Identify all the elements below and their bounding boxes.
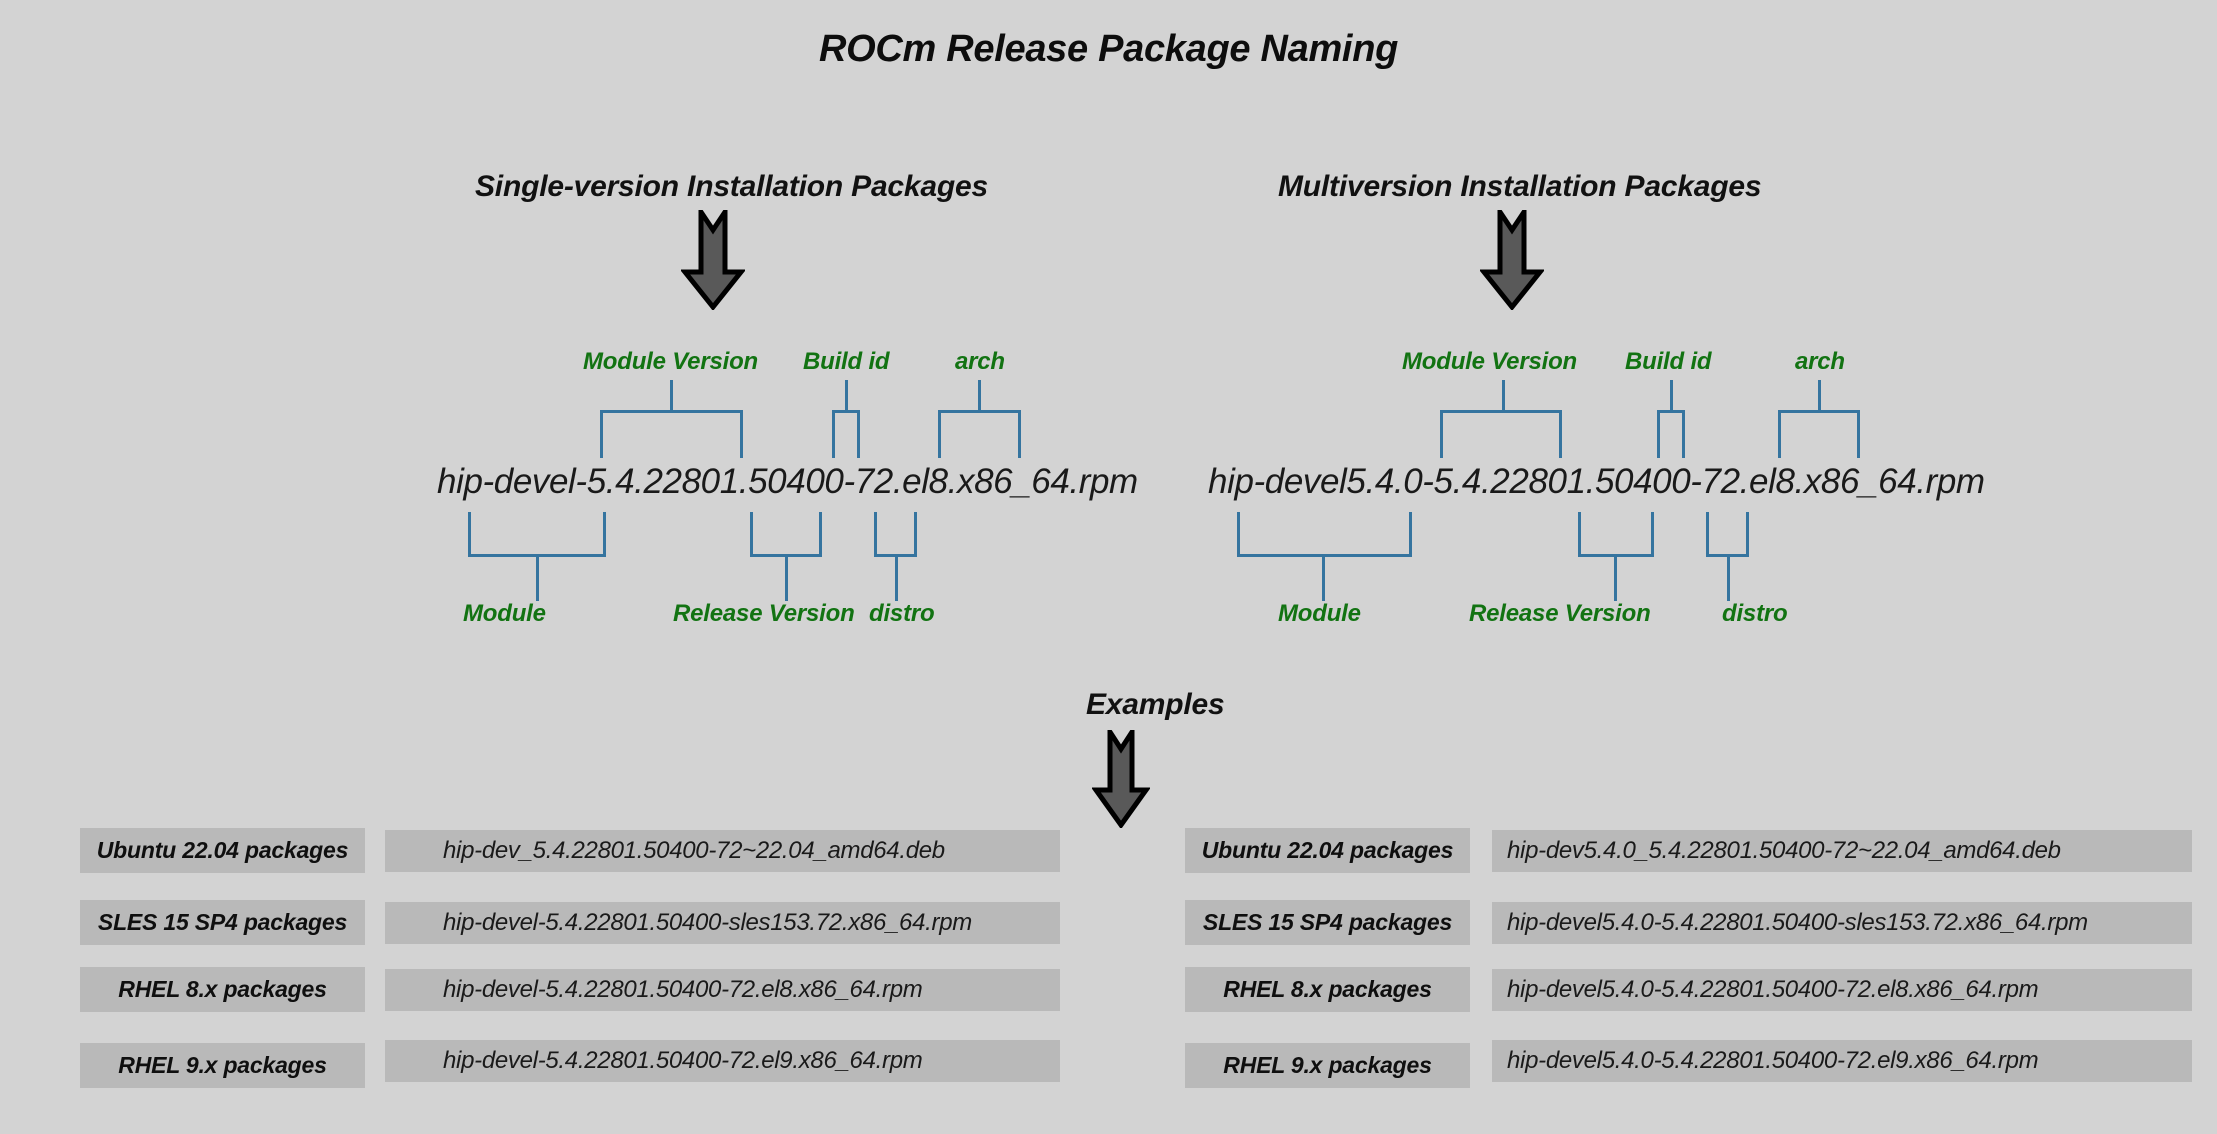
- heading-single-version: Single-version Installation Packages: [475, 170, 988, 203]
- stem-release-version-right: [1614, 556, 1617, 601]
- tag-arch-left: arch: [955, 348, 1005, 375]
- example-value-text: hip-devel-5.4.22801.50400-sles153.72.x86…: [443, 909, 972, 936]
- bracket-arch-right: [1778, 410, 1860, 458]
- example-value-cell: hip-devel5.4.0-5.4.22801.50400-sles153.7…: [1492, 902, 2192, 944]
- example-value-cell: hip-devel5.4.0-5.4.22801.50400-72.el8.x8…: [1492, 969, 2192, 1011]
- stem-module-version-left: [670, 380, 673, 412]
- stem-arch-left: [978, 380, 981, 412]
- example-value-cell: hip-dev_5.4.22801.50400-72~22.04_amd64.d…: [385, 830, 1060, 872]
- tag-distro-right: distro: [1722, 600, 1788, 627]
- example-value-cell: hip-devel5.4.0-5.4.22801.50400-72.el9.x8…: [1492, 1040, 2192, 1082]
- example-value-text: hip-devel-5.4.22801.50400-72.el8.x86_64.…: [443, 976, 923, 1003]
- tag-module-version-left: Module Version: [583, 348, 758, 375]
- example-value-text: hip-devel-5.4.22801.50400-72.el9.x86_64.…: [443, 1047, 923, 1074]
- bracket-module-version-right: [1440, 410, 1562, 458]
- example-value-cell: hip-devel-5.4.22801.50400-sles153.72.x86…: [385, 902, 1060, 944]
- package-string-single-version: hip-devel-5.4.22801.50400-72.el8.x86_64.…: [437, 462, 1138, 501]
- tag-build-id-right: Build id: [1625, 348, 1712, 375]
- stem-release-version-left: [785, 556, 788, 601]
- bracket-module-right: [1237, 512, 1412, 557]
- bracket-module-version-left: [600, 410, 743, 458]
- example-label-text: Ubuntu 22.04 packages: [1201, 837, 1454, 863]
- example-label-text: RHEL 8.x packages: [1223, 976, 1432, 1002]
- example-label-cell: RHEL 9.x packages: [80, 1043, 365, 1088]
- example-label-text: RHEL 8.x packages: [118, 976, 327, 1002]
- stem-build-id-left: [845, 380, 848, 412]
- stem-arch-right: [1818, 380, 1821, 412]
- example-label-cell: SLES 15 SP4 packages: [80, 900, 365, 945]
- example-label-text: RHEL 9.x packages: [1223, 1052, 1432, 1078]
- example-label-cell: Ubuntu 22.04 packages: [80, 828, 365, 873]
- heading-examples: Examples: [1086, 688, 1225, 721]
- heading-multiversion: Multiversion Installation Packages: [1278, 170, 1762, 203]
- stem-distro-right: [1727, 556, 1730, 601]
- tag-module-version-right: Module Version: [1402, 348, 1577, 375]
- stem-build-id-right: [1670, 380, 1673, 412]
- bracket-release-version-left: [750, 512, 822, 557]
- bracket-build-id-right: [1657, 410, 1685, 458]
- down-arrow-icon: [1092, 730, 1150, 828]
- example-value-text: hip-devel5.4.0-5.4.22801.50400-72.el9.x8…: [1507, 1047, 2039, 1074]
- down-arrow-icon: [681, 210, 745, 310]
- bracket-distro-right: [1706, 512, 1749, 557]
- tag-release-version-left: Release Version: [673, 600, 855, 627]
- example-label-cell: SLES 15 SP4 packages: [1185, 900, 1470, 945]
- example-value-text: hip-dev5.4.0_5.4.22801.50400-72~22.04_am…: [1507, 837, 2061, 864]
- stem-distro-left: [895, 556, 898, 601]
- example-label-text: Ubuntu 22.04 packages: [96, 837, 349, 863]
- example-value-text: hip-devel5.4.0-5.4.22801.50400-sles153.7…: [1507, 909, 2088, 936]
- down-arrow-icon: [1480, 210, 1544, 310]
- page-title: ROCm Release Package Naming: [818, 28, 1399, 70]
- bracket-build-id-left: [832, 410, 860, 458]
- example-value-cell: hip-dev5.4.0_5.4.22801.50400-72~22.04_am…: [1492, 830, 2192, 872]
- bracket-release-version-right: [1578, 512, 1654, 557]
- example-label-cell: Ubuntu 22.04 packages: [1185, 828, 1470, 873]
- package-string-multiversion: hip-devel5.4.0-5.4.22801.50400-72.el8.x8…: [1208, 462, 1985, 501]
- example-label-cell: RHEL 8.x packages: [80, 967, 365, 1012]
- stem-module-version-right: [1502, 380, 1505, 412]
- example-label-text: SLES 15 SP4 packages: [1202, 909, 1453, 935]
- tag-module-right: Module: [1278, 600, 1361, 627]
- example-value-cell: hip-devel-5.4.22801.50400-72.el9.x86_64.…: [385, 1040, 1060, 1082]
- bracket-arch-left: [938, 410, 1021, 458]
- example-value-text: hip-devel5.4.0-5.4.22801.50400-72.el8.x8…: [1507, 976, 2039, 1003]
- bracket-distro-left: [874, 512, 917, 557]
- tag-module-left: Module: [463, 600, 546, 627]
- example-value-cell: hip-devel-5.4.22801.50400-72.el8.x86_64.…: [385, 969, 1060, 1011]
- stem-module-right: [1322, 556, 1325, 601]
- bracket-module-left: [468, 512, 606, 557]
- tag-arch-right: arch: [1795, 348, 1845, 375]
- example-label-cell: RHEL 8.x packages: [1185, 967, 1470, 1012]
- tag-release-version-right: Release Version: [1469, 600, 1651, 627]
- tag-build-id-left: Build id: [803, 348, 890, 375]
- example-label-cell: RHEL 9.x packages: [1185, 1043, 1470, 1088]
- tag-distro-left: distro: [869, 600, 935, 627]
- example-label-text: RHEL 9.x packages: [118, 1052, 327, 1078]
- stem-module-left: [536, 556, 539, 601]
- example-label-text: SLES 15 SP4 packages: [97, 909, 348, 935]
- example-value-text: hip-dev_5.4.22801.50400-72~22.04_amd64.d…: [443, 837, 945, 864]
